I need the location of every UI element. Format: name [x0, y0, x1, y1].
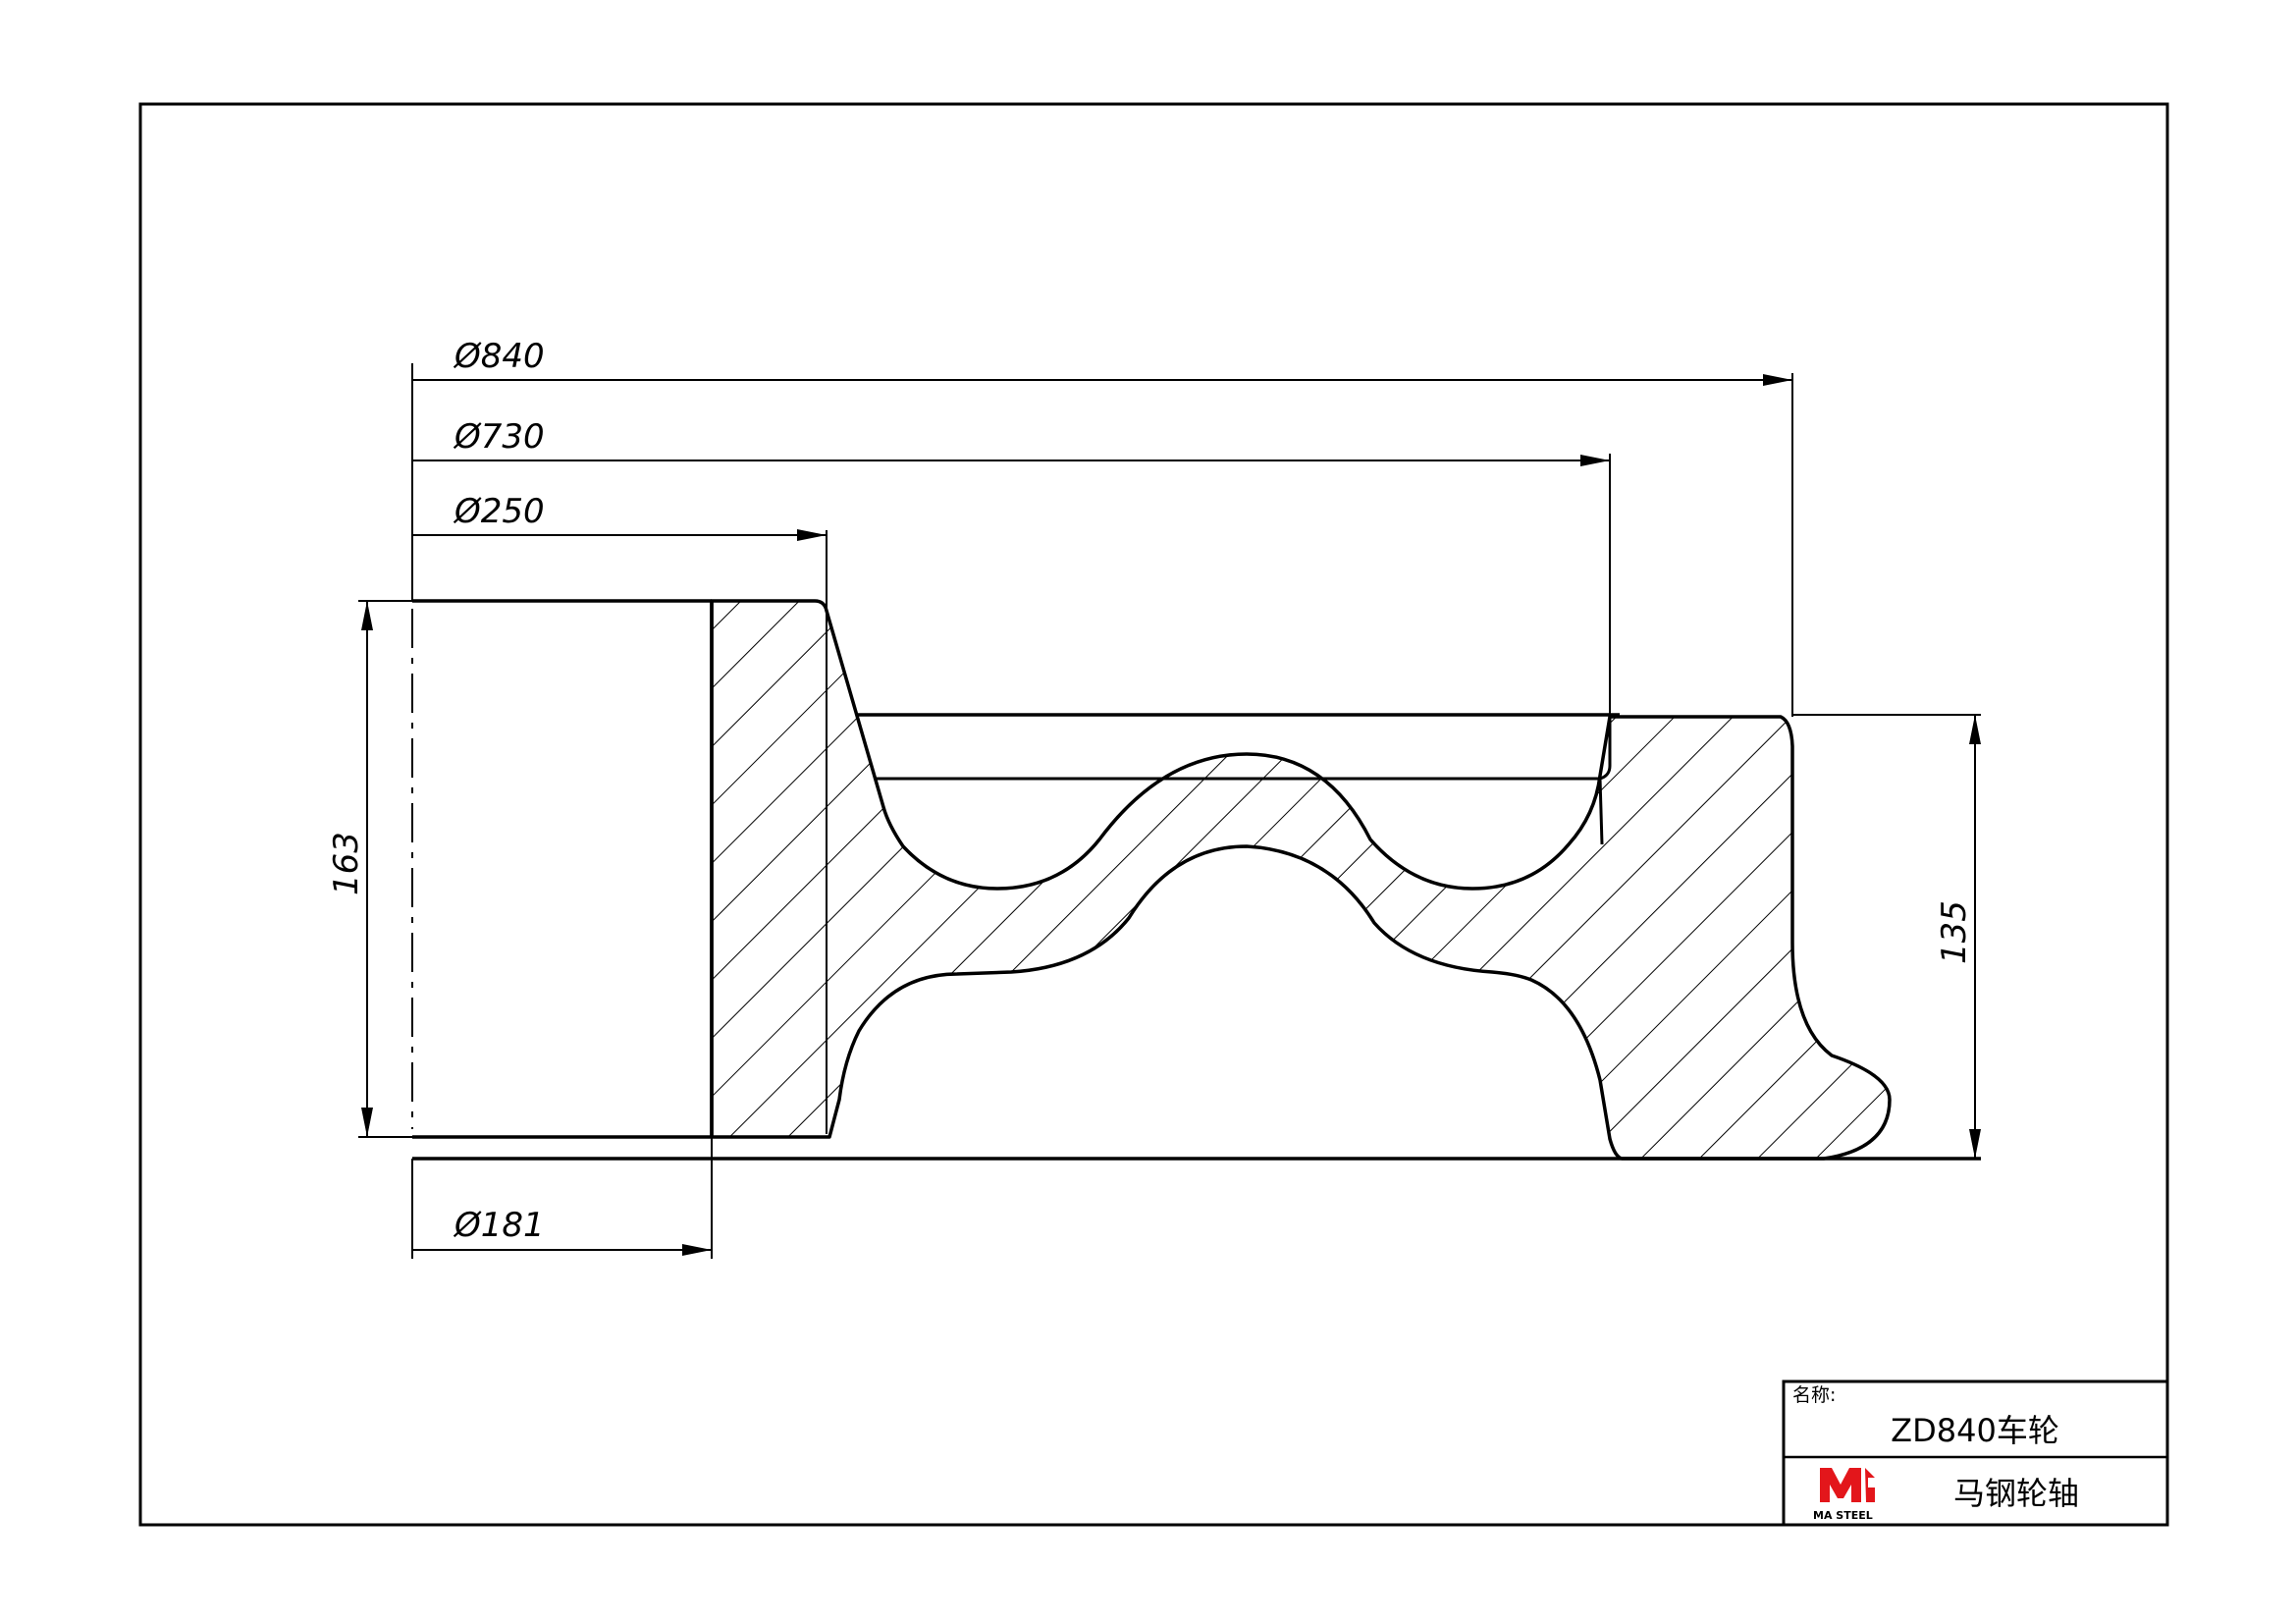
- dim-h135-text: 135: [1935, 900, 1974, 964]
- drawing-frame: [138, 102, 2169, 1527]
- dim-h163-text: 163: [327, 832, 366, 895]
- dim-h163: 163: [327, 601, 373, 1137]
- dim-d250: Ø250: [412, 492, 827, 541]
- dim-d181-text: Ø181: [453, 1206, 545, 1245]
- dim-d181: Ø181: [412, 1206, 712, 1256]
- rim-inner-line: [876, 717, 1612, 781]
- dim-d730-text: Ø730: [453, 417, 545, 457]
- part-name: ZD840车轮: [1891, 1412, 2059, 1449]
- logo-text: MA STEEL: [1813, 1509, 1873, 1522]
- dim-d250-text: Ø250: [453, 492, 545, 531]
- company-logo: MA STEEL: [1813, 1468, 1875, 1522]
- title-block: 名称: ZD840车轮 MA STEEL 马钢轮轴: [1782, 1380, 2169, 1527]
- dim-d730: Ø730: [412, 417, 1610, 466]
- dim-h135: 135: [1935, 715, 1981, 1159]
- hub-section: [710, 599, 1892, 1161]
- dim-d840: Ø840: [412, 337, 1792, 386]
- name-label: 名称:: [1792, 1384, 1836, 1406]
- rim-step-line: [1598, 778, 1604, 845]
- company-name: 马钢轮轴: [1953, 1475, 2079, 1512]
- dim-d840-text: Ø840: [453, 337, 545, 376]
